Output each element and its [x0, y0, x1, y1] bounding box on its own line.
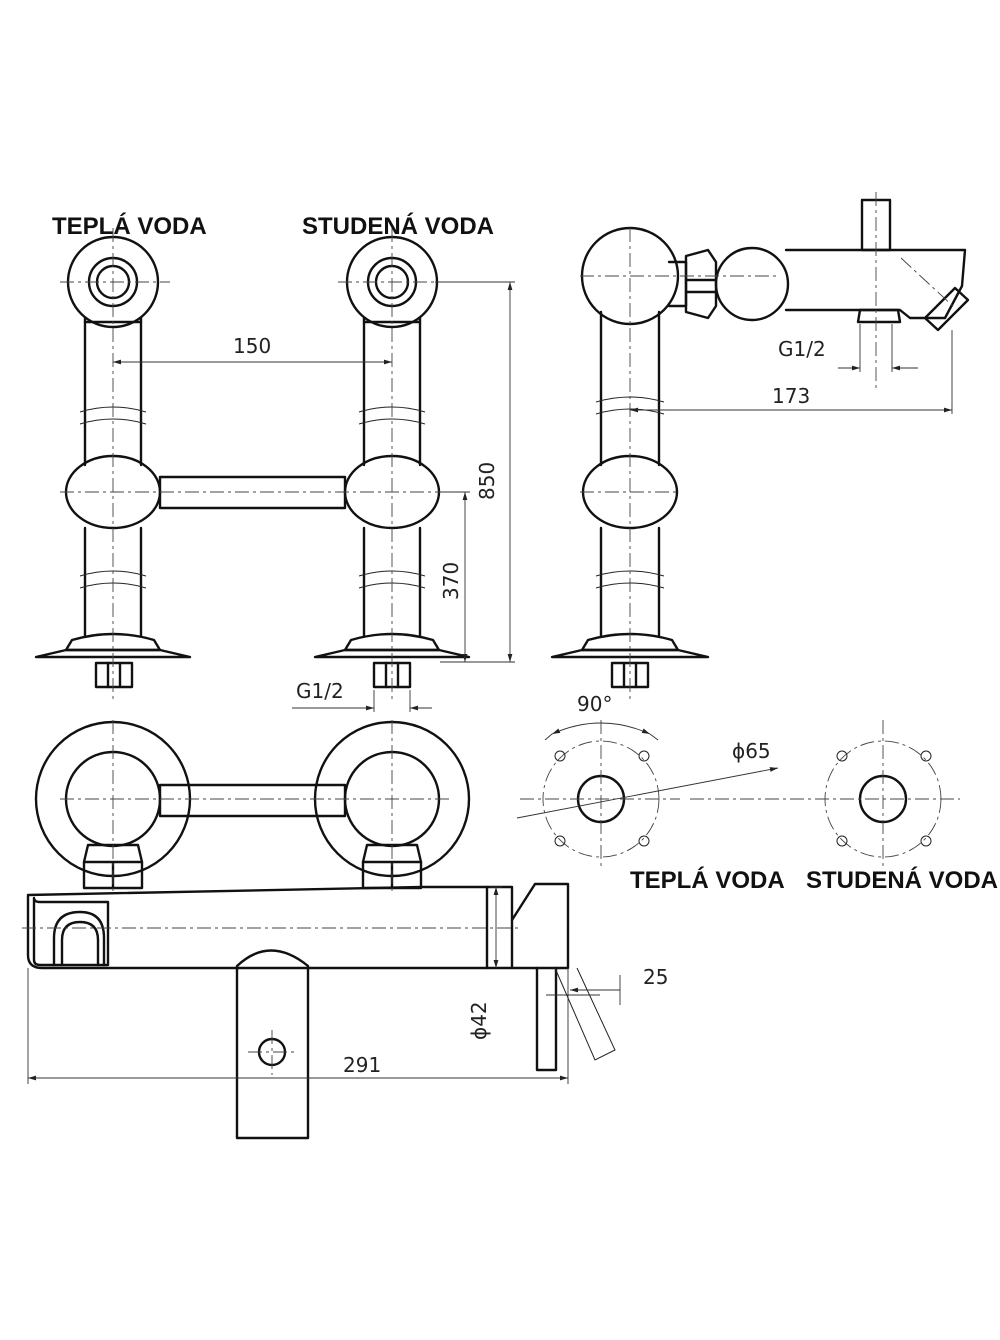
dim-body-dia: ϕ42	[467, 1001, 491, 1040]
dim-thread-front: G1/2	[296, 679, 344, 703]
dim-angle: 90°	[577, 692, 612, 716]
flange-cold	[690, 720, 960, 870]
dim-flange-dia: ϕ65	[732, 739, 771, 763]
dim-body-length: 291	[343, 1053, 381, 1077]
flange-hot	[516, 720, 779, 870]
dim-spacing: 150	[233, 334, 271, 358]
top-view	[22, 720, 621, 1140]
side-view	[550, 192, 970, 700]
dim-lever-offset: 25	[643, 965, 668, 989]
dim-height-total: 850	[475, 462, 499, 500]
hot-water-label: TEPLÁ VODA	[52, 212, 207, 240]
front-view	[34, 228, 515, 712]
cold-water-label: STUDENÁ VODA	[302, 212, 494, 240]
flange-cold-label: STUDENÁ VODA	[806, 866, 998, 894]
dim-reach: 173	[772, 384, 810, 408]
flange-hot-label: TEPLÁ VODA	[630, 866, 785, 894]
crossbar	[158, 475, 347, 510]
dim-height-mid: 370	[439, 562, 463, 600]
dim-thread-side: G1/2	[778, 337, 826, 361]
